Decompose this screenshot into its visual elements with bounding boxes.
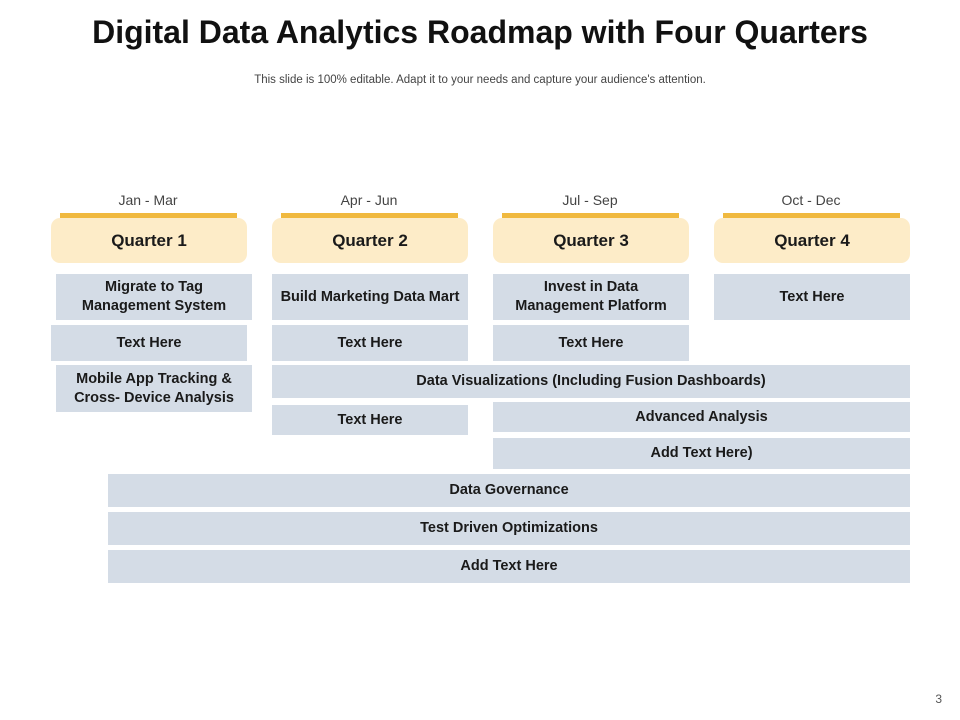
task-q2-text-here-2: Text Here [272,405,468,435]
quarter-2-header: Quarter 2 [272,218,468,263]
quarter-1-accent-bar [60,213,237,218]
quarter-2-period: Apr - Jun [340,192,398,208]
task-add-text-here-q3-q4: Add Text Here) [493,438,910,469]
task-q3-text-here: Text Here [493,325,689,361]
quarter-4-period: Oct - Dec [781,192,841,208]
task-q4-text-here: Text Here [714,274,910,320]
task-migrate-tag-management: Migrate to Tag Management System [56,274,252,320]
task-q1-text-here: Text Here [51,325,247,361]
quarter-2-accent-bar [281,213,458,218]
quarter-4-accent-bar [723,213,900,218]
quarter-1-header: Quarter 1 [51,218,247,263]
task-test-driven-optimizations: Test Driven Optimizations [108,512,910,545]
task-invest-data-management-platform: Invest in Data Management Platform [493,274,689,320]
task-add-text-here-full: Add Text Here [108,550,910,583]
page-number: 3 [935,692,942,706]
task-data-governance: Data Governance [108,474,910,507]
task-build-marketing-data-mart: Build Marketing Data Mart [272,274,468,320]
quarter-1-period: Jan - Mar [118,192,178,208]
task-advanced-analysis: Advanced Analysis [493,402,910,432]
task-q2-text-here: Text Here [272,325,468,361]
task-mobile-app-tracking: Mobile App Tracking & Cross- Device Anal… [56,365,252,412]
slide-title: Digital Data Analytics Roadmap with Four… [92,14,868,50]
quarter-3-header: Quarter 3 [493,218,689,263]
quarter-3-accent-bar [502,213,679,218]
quarter-3-period: Jul - Sep [562,192,618,208]
quarter-4-header: Quarter 4 [714,218,910,263]
slide-subtitle: This slide is 100% editable. Adapt it to… [254,74,706,86]
task-data-visualizations: Data Visualizations (Including Fusion Da… [272,365,910,398]
